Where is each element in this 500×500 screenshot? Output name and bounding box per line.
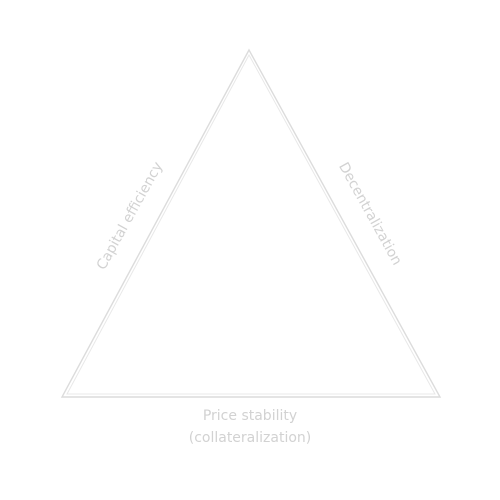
label-price-stability: Price stability [203, 408, 297, 424]
triangle-outline [60, 48, 442, 398]
label-decentralization: Decentralization [335, 160, 405, 268]
triangle-inner-outline [66, 53, 436, 395]
label-collateralization: (collateralization) [189, 430, 312, 446]
label-capital-efficiency: Capital efficiency [94, 159, 167, 272]
